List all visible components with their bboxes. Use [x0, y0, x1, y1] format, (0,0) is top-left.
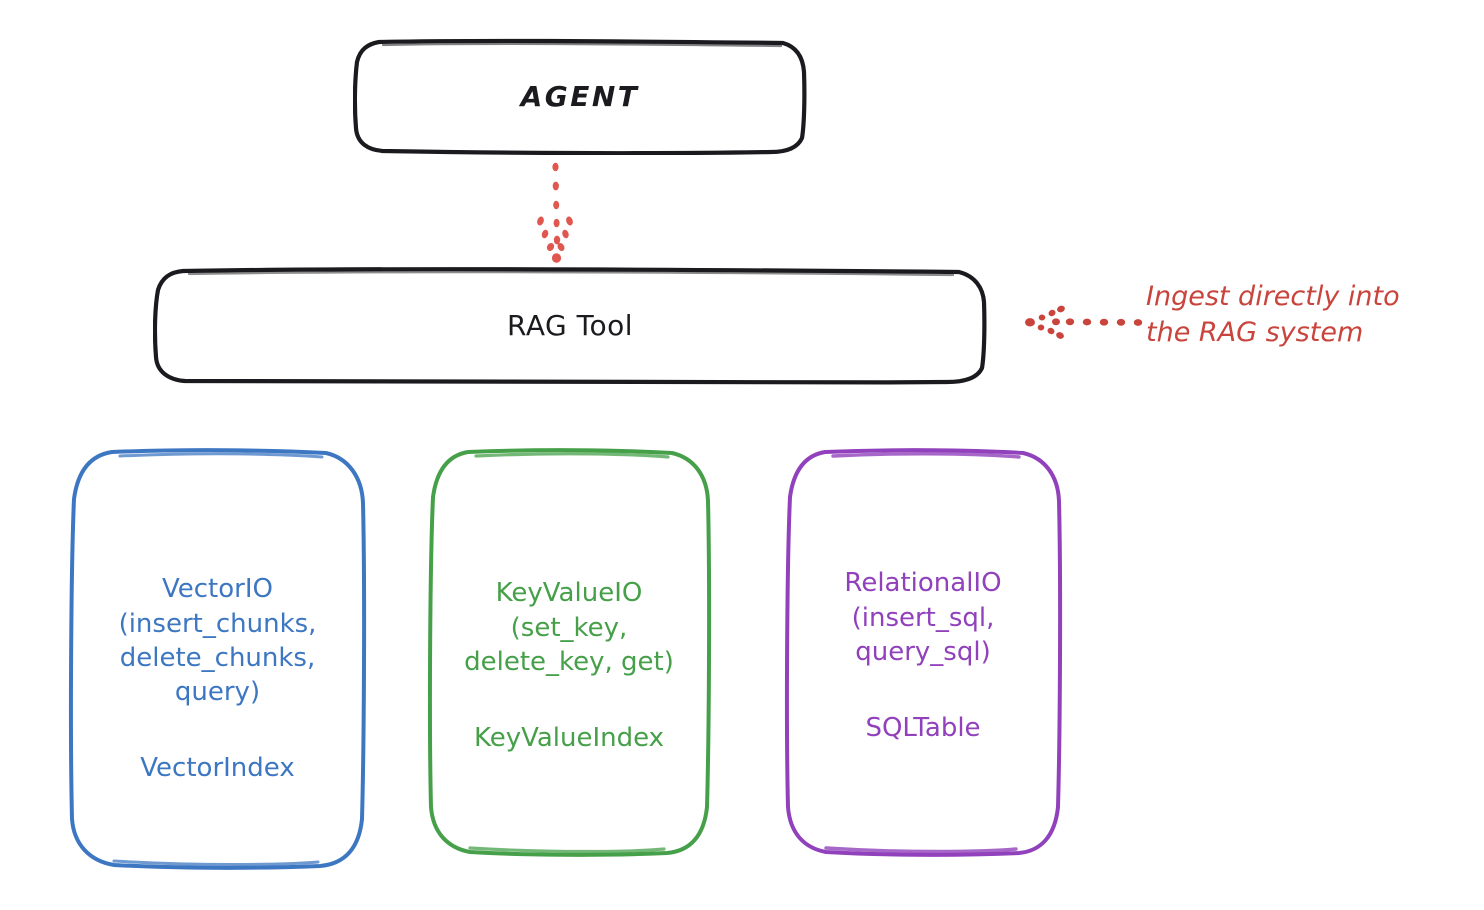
vector-io-api-label: VectorIO (insert_chunks, delete_chunks, … — [118, 574, 317, 708]
node-relational-io[interactable]: RelationalIO (insert_sql, query_sql) SQL… — [783, 447, 1063, 857]
node-agent[interactable]: AGENT — [353, 38, 807, 155]
vector-io-type-label: VectorIndex — [140, 753, 295, 784]
key-value-io-type-label: KeyValueIndex — [473, 723, 665, 754]
relational-io-type-label: SQLTable — [865, 713, 981, 744]
node-rag-tool[interactable]: RAG Tool — [153, 266, 987, 385]
node-key-value-io[interactable]: KeyValueIO (set_key, delete_key, get) Ke… — [426, 447, 712, 857]
ingest-annotation-text: Ingest directly into the RAG system — [1146, 281, 1400, 349]
agent-label: AGENT — [520, 80, 640, 113]
key-value-io-api-label: KeyValueIO (set_key, delete_key, get) — [464, 578, 674, 677]
ingest-pointer-arrow — [1025, 305, 1143, 339]
rag-tool-label: RAG Tool — [507, 309, 633, 342]
node-vector-io[interactable]: VectorIO (insert_chunks, delete_chunks, … — [68, 447, 367, 871]
relational-io-api-label: RelationalIO (insert_sql, query_sql) — [844, 568, 1002, 667]
agent-to-rag-tool-arrow — [537, 162, 573, 263]
